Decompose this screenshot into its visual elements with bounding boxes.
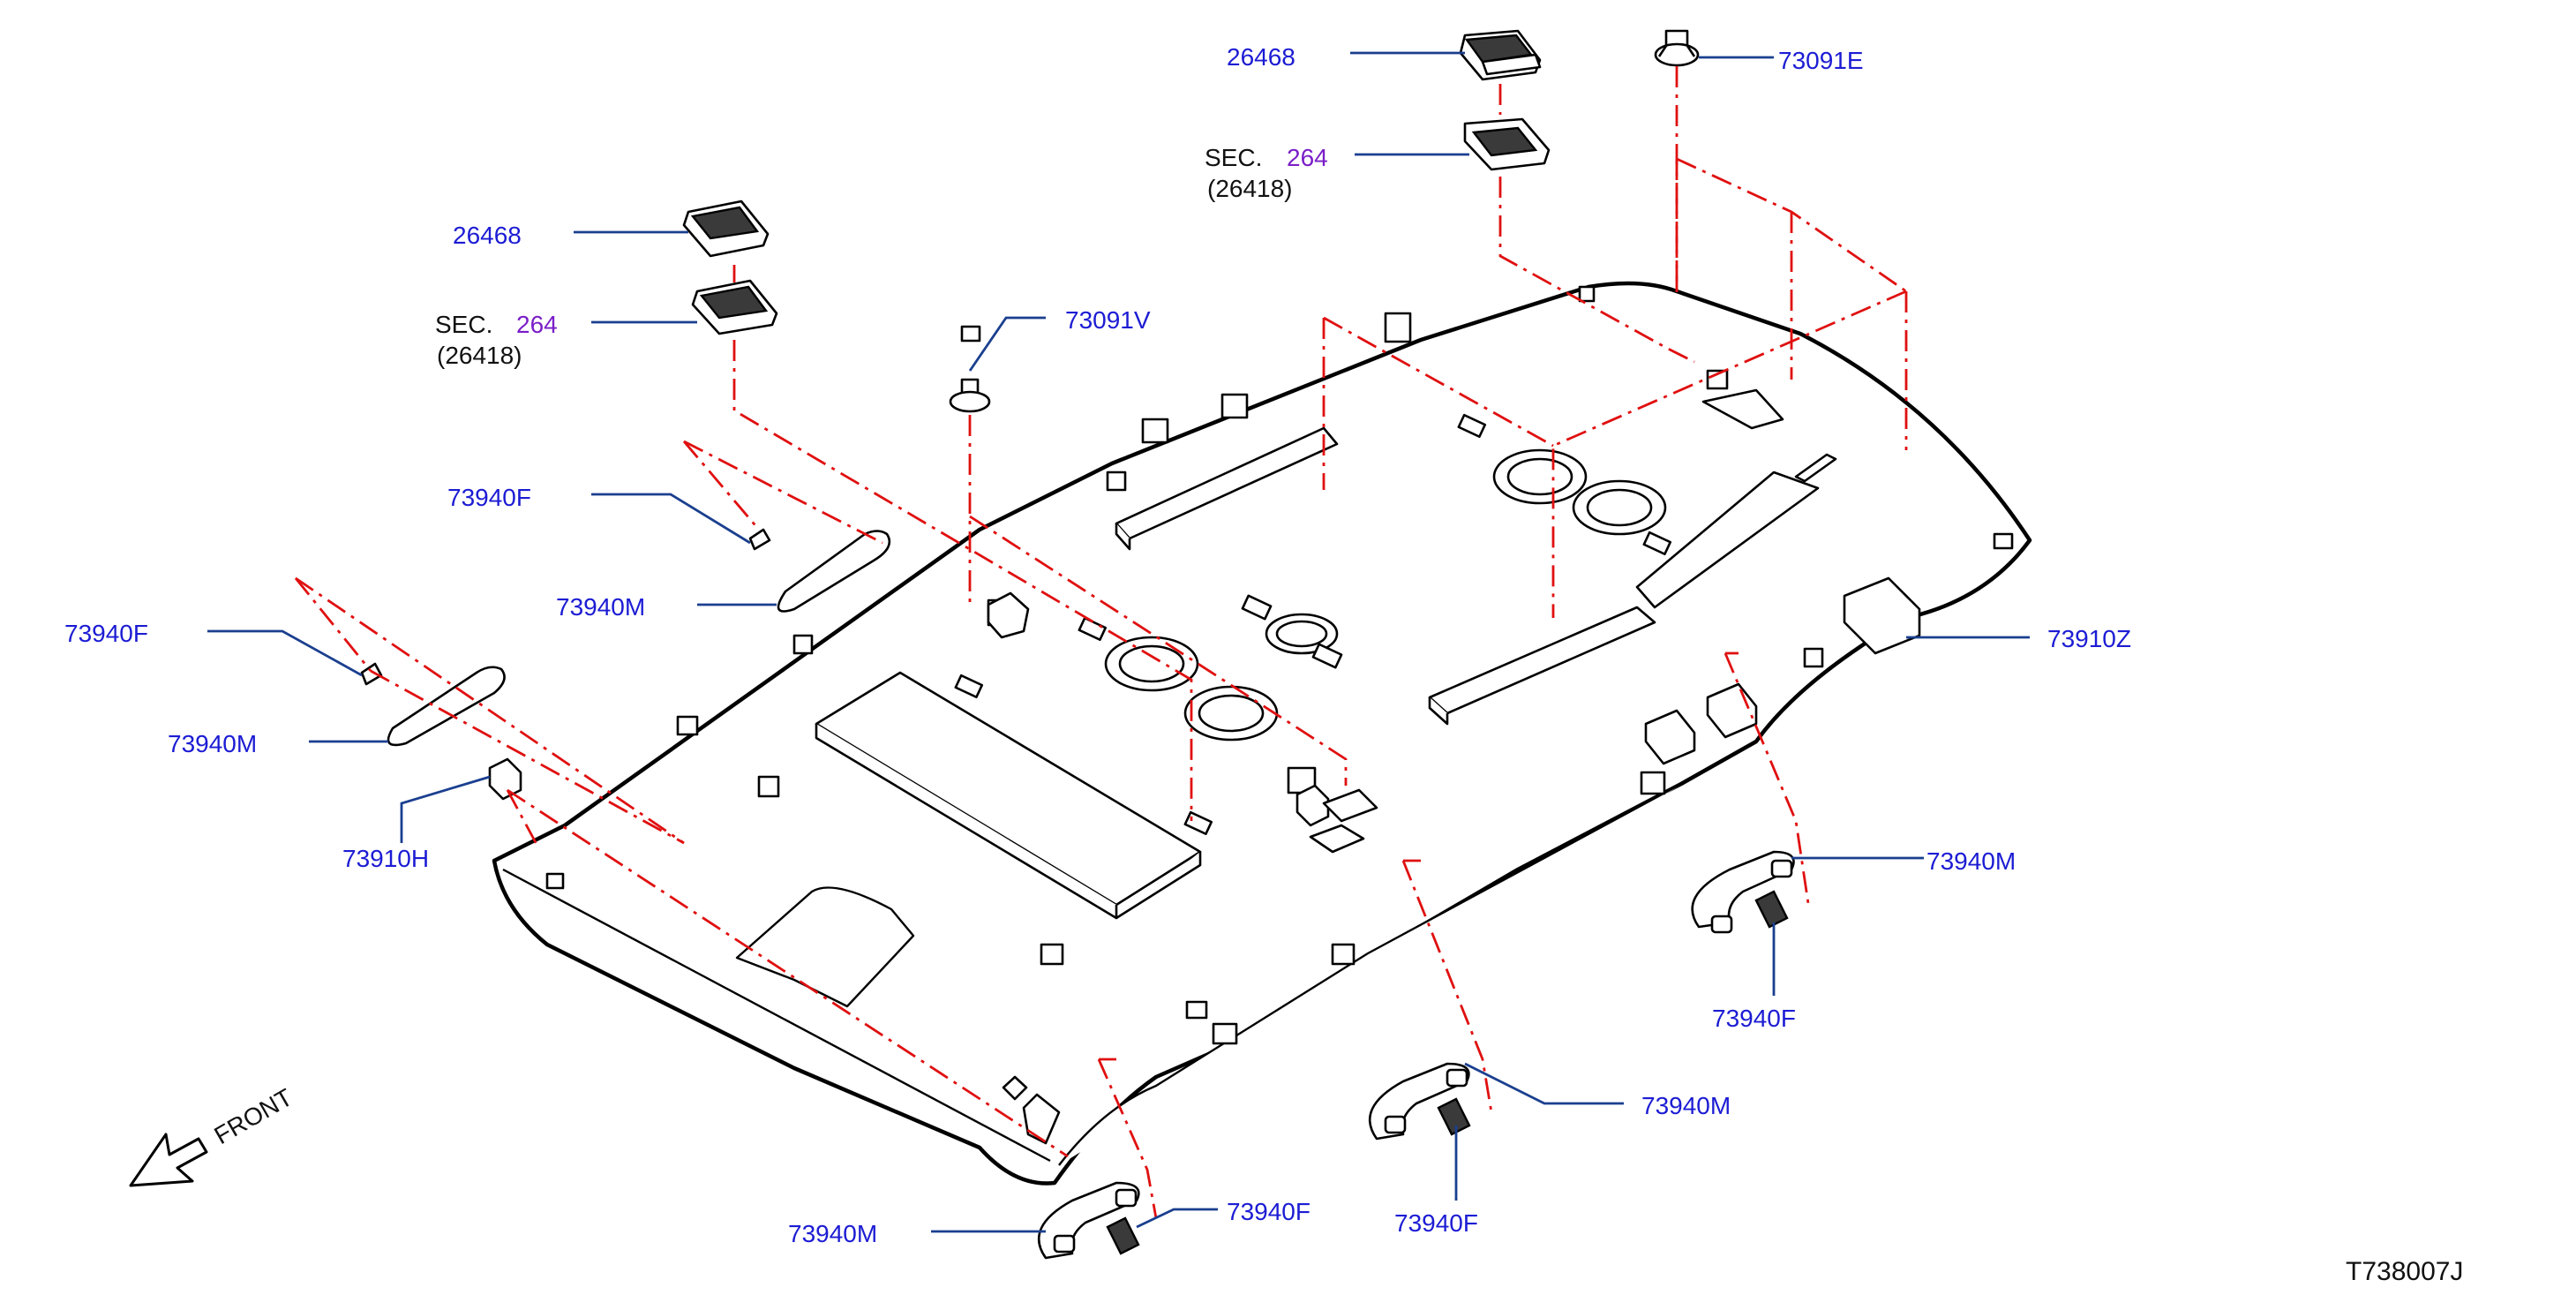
- map-lamp-264-top: [1463, 117, 1551, 171]
- grab-handle-right-front: [1037, 1181, 1140, 1260]
- section-sub-left: (26418): [437, 342, 522, 369]
- front-arrow-icon: [129, 1133, 208, 1187]
- clip-73091V: [949, 378, 991, 413]
- part-number-73940F-e: 73940F: [1227, 1198, 1311, 1225]
- leader-lines: [207, 51, 2030, 1233]
- part-number-73940F-d: 73940F: [1394, 1209, 1478, 1237]
- map-lamp-264-left: [691, 279, 778, 335]
- part-number-73910H: 73910H: [342, 845, 429, 872]
- part-number-73910Z: 73910Z: [2047, 625, 2131, 652]
- grab-handle-left-front: [748, 528, 891, 613]
- section-number-top: 264: [1287, 144, 1328, 171]
- part-number-73940M-e: 73940M: [788, 1220, 877, 1247]
- part-number-73940M-a: 73940M: [556, 593, 645, 621]
- part-number-73940F-a: 73940F: [447, 484, 531, 511]
- grab-handle-right-rear: [1691, 850, 1795, 934]
- vent-ring-1: [1104, 636, 1199, 692]
- vent-ring-2: [1183, 685, 1279, 742]
- grab-handle-left-rear: [360, 662, 506, 747]
- map-lamp-26468-left: [682, 200, 770, 258]
- part-number-73091V: 73091V: [1065, 306, 1151, 334]
- grab-handle-right-center: [1368, 1062, 1471, 1141]
- diagram-id: T738007J: [2346, 1257, 2463, 1286]
- part-number-73940F-c: 73940F: [1712, 1005, 1796, 1032]
- part-number-73940M-d: 73940M: [1641, 1092, 1731, 1119]
- section-number-left: 264: [516, 311, 558, 338]
- part-number-73940F-b: 73940F: [64, 620, 148, 647]
- vent-ring-3: [1492, 448, 1588, 505]
- part-number-26468-top: 26468: [1227, 43, 1296, 71]
- front-label: FRONT: [210, 1083, 297, 1149]
- part-number-73091E: 73091E: [1778, 47, 1864, 74]
- section-sub-top: (26418): [1207, 175, 1293, 202]
- section-prefix-left: SEC.: [435, 311, 492, 338]
- vent-ring-4: [1572, 479, 1667, 536]
- assembly-centerlines: [294, 66, 1908, 1219]
- insulator-pad-large: [815, 671, 1202, 920]
- part-number-26468-left: 26468: [453, 222, 522, 249]
- clip-73091E: [1654, 29, 1700, 67]
- section-prefix-top: SEC.: [1205, 144, 1262, 171]
- part-number-73940M-b: 73940M: [168, 730, 257, 757]
- headliner-panel: [492, 281, 2032, 1186]
- part-number-73940M-c: 73940M: [1926, 847, 2016, 875]
- clip-73910H: [488, 757, 522, 801]
- map-lamp-26468-top: [1459, 29, 1542, 81]
